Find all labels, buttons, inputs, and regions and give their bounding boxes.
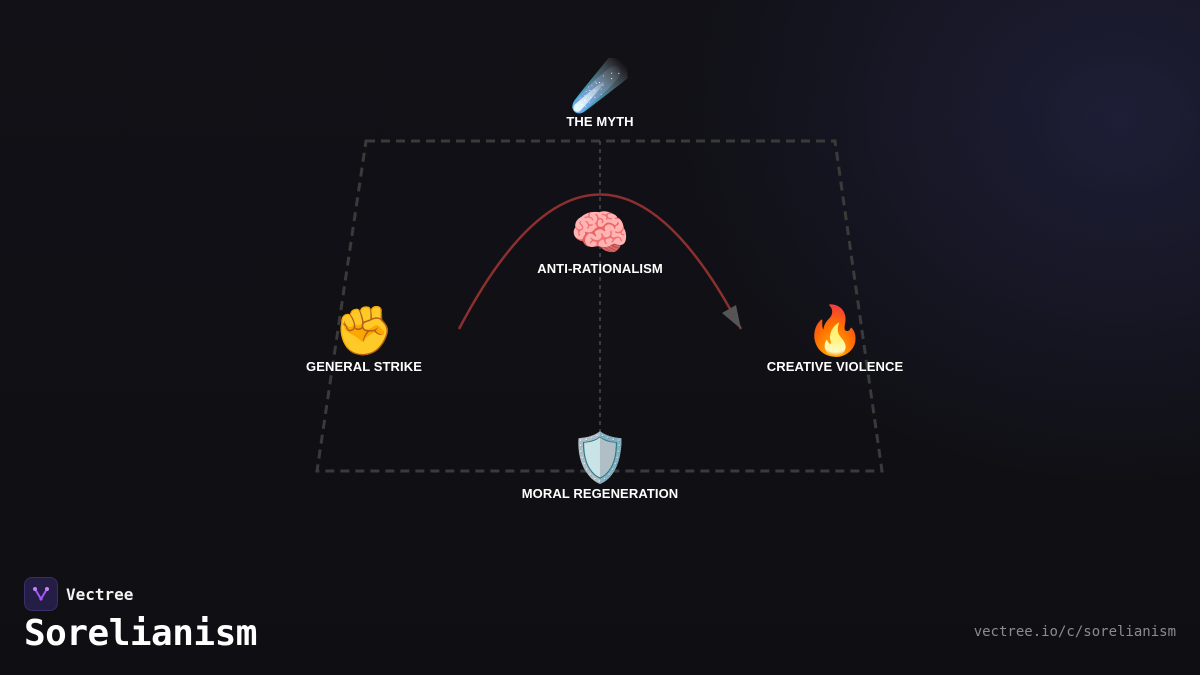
fire-icon: 🔥 — [805, 303, 865, 359]
node-label: THE MYTH — [566, 114, 634, 129]
node-label: CREATIVE VIOLENCE — [766, 359, 904, 374]
node-the-myth: ☄️ THE MYTH — [566, 58, 633, 129]
node-general-strike: ✊ GENERAL STRIKE — [306, 303, 422, 374]
trapezoid-frame — [315, 139, 884, 473]
page-url[interactable]: vectree.io/c/sorelianism — [973, 624, 1176, 640]
brand[interactable]: Vectree — [24, 577, 133, 611]
comet-icon: ☄️ — [570, 58, 630, 114]
node-creative-violence: 🔥 CREATIVE VIOLENCE — [767, 303, 904, 374]
flow-arc — [457, 193, 743, 330]
brain-icon: 🧠 — [570, 205, 630, 261]
node-anti-rationalism: 🧠 ANTI-RATIONALISM — [537, 205, 663, 276]
node-label: GENERAL STRIKE — [305, 359, 423, 374]
shield-icon: 🛡️ — [570, 430, 630, 486]
node-label: MORAL REGENERATION — [521, 486, 679, 501]
node-label: ANTI-RATIONALISM — [537, 261, 663, 276]
vectree-branch-icon — [24, 577, 58, 611]
node-moral-regeneration: 🛡️ MORAL REGENERATION — [522, 430, 679, 501]
flow-arrowhead — [722, 305, 741, 329]
page-title: Sorelianism — [24, 613, 257, 654]
brand-name: Vectree — [66, 584, 134, 604]
raised-fist-icon: ✊ — [334, 303, 394, 359]
